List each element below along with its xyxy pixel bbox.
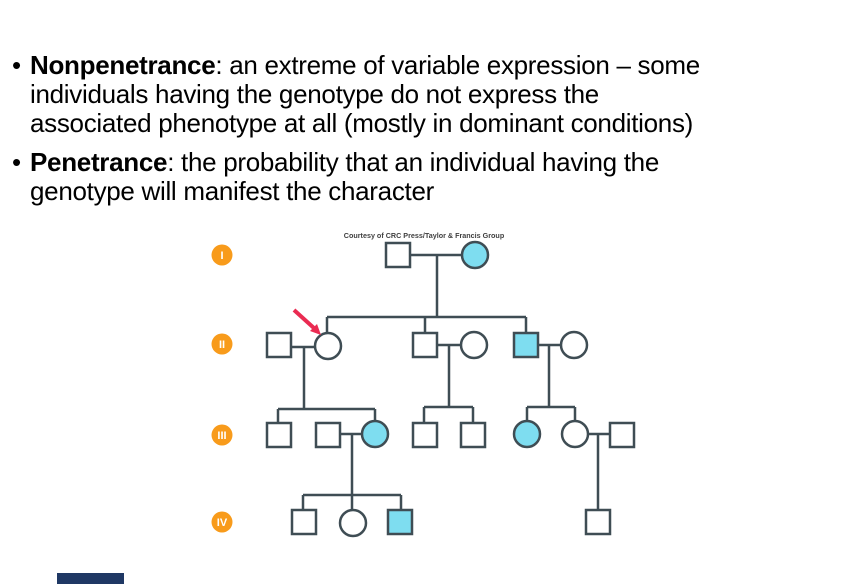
person-IV-2: [338, 508, 368, 538]
person-II-4: [459, 330, 489, 360]
person-III-5: [459, 421, 487, 449]
person-IV-1: [290, 508, 318, 536]
generation-badge-III: [211, 424, 233, 446]
person-I-1: [384, 241, 412, 269]
bullet-line: Nonpenetrance: an extreme of variable ex…: [30, 51, 850, 80]
generation-badge-IV: [211, 511, 233, 533]
proband-arrow-head: [310, 324, 321, 335]
generation-badge-II: [211, 333, 233, 355]
bullet-line-text: associated phenotype at all (mostly in d…: [30, 108, 694, 138]
proband-arrow: [292, 308, 317, 331]
person-II-3: [411, 331, 439, 359]
bullet-line-text: : an extreme of variable expression – so…: [215, 50, 700, 80]
bullet-line: Penetrance: the probability that an indi…: [30, 148, 850, 177]
person-IV-3: [386, 508, 414, 536]
person-III-1: [265, 421, 293, 449]
generation-label-IV: IV: [217, 517, 228, 529]
generation-badge-I: [211, 244, 233, 266]
person-IV-4: [584, 508, 612, 536]
person-I-2: [460, 240, 490, 270]
generation-label-III: III: [217, 430, 226, 442]
generation-label-II: II: [219, 339, 225, 351]
person-II-6: [559, 330, 589, 360]
person-III-6: [512, 419, 542, 449]
bullet-term-nonpenetrance: Nonpenetrance: [30, 50, 216, 80]
bullet-line-text: : the probability that an individual hav…: [167, 147, 659, 177]
person-III-4: [411, 421, 439, 449]
person-III-3: [360, 419, 390, 449]
bullet-item-nonpenetrance: Nonpenetrance: an extreme of variable ex…: [10, 51, 850, 138]
person-III-2: [314, 421, 342, 449]
bullet-line-text: individuals having the genotype do not e…: [30, 79, 599, 109]
person-II-5: [512, 331, 540, 359]
generation-label-I: I: [220, 250, 223, 262]
bullet-line-text: genotype will manifest the character: [30, 176, 434, 206]
person-III-7: [560, 419, 590, 449]
pedigree-caption: Courtesy of CRC Press/Taylor & Francis G…: [344, 231, 505, 240]
person-II-1: [265, 331, 293, 359]
bullet-item-penetrance: Penetrance: the probability that an indi…: [10, 148, 850, 206]
person-III-8: [608, 421, 636, 449]
person-II-2: [313, 331, 343, 361]
bullet-term-penetrance: Penetrance: [30, 147, 168, 177]
pedigree-chart: Courtesy of CRC Press/Taylor & Francis G…: [211, 231, 636, 538]
bullet-list: Nonpenetrance: an extreme of variable ex…: [10, 51, 850, 206]
footer-accent-bar: [57, 573, 124, 584]
